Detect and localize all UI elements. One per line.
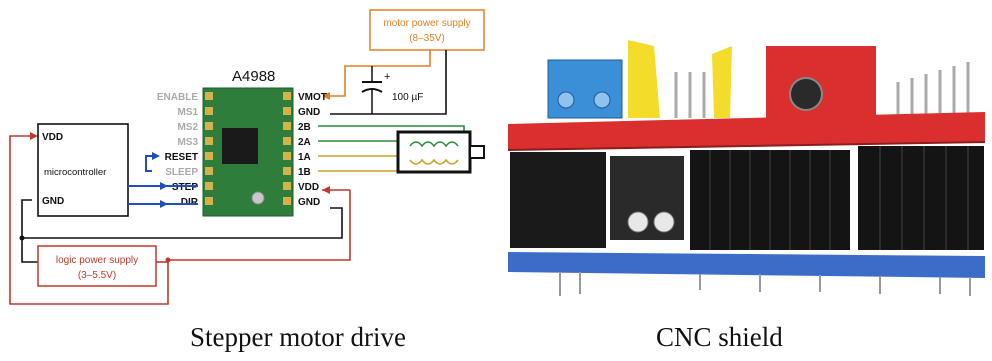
capacitor-label: 100 µF	[392, 92, 423, 103]
motor-power-supply-label: motor power supply	[383, 18, 470, 29]
terminal-screw-2	[593, 91, 611, 109]
capacitor-plus: +	[384, 71, 390, 83]
mcu-gnd-label: GND	[42, 196, 64, 207]
terminal-screw-1	[557, 91, 575, 109]
pin-vdd: VDD	[298, 182, 319, 193]
chip-title: A4988	[232, 68, 275, 85]
electrolytic-cap-2	[653, 211, 675, 233]
dc-jack	[510, 152, 606, 248]
logic-supply-gnd-wire	[21, 238, 38, 263]
pin-ms3: MS3	[177, 137, 198, 148]
logic-power-supply-box	[37, 245, 157, 287]
black-headers-right	[858, 146, 984, 250]
logic-gnd-wire	[21, 199, 343, 239]
pin-ms2: MS2	[177, 122, 198, 133]
reset-arrow	[152, 152, 160, 160]
driver-chip	[222, 128, 258, 164]
pin-ms1: MS1	[177, 107, 198, 118]
pin-step: STEP	[172, 182, 198, 193]
pin-gnd-logic: GND	[298, 197, 320, 208]
wire-2a	[318, 140, 405, 146]
logic-vdd-wire	[9, 135, 351, 305]
mcu-vdd-label: VDD	[42, 132, 63, 143]
pin-1b: 1B	[298, 167, 311, 178]
logic-power-supply-label: logic power supply	[56, 255, 138, 266]
caption-cnc-shield: CNC shield	[656, 322, 783, 352]
bottom-pins	[559, 272, 971, 296]
board-right-pads	[283, 92, 291, 205]
pin-dir: DIR	[181, 197, 199, 208]
yellow-jumper-1	[628, 40, 660, 118]
motor-power-supply-box	[369, 9, 485, 51]
header-slots	[709, 146, 969, 250]
wire-1a	[318, 155, 405, 162]
terminal-block	[547, 59, 623, 119]
logic-power-supply-range: (3–5.5V)	[78, 270, 116, 281]
red-driver-headers	[766, 46, 876, 120]
pin-2a: 2A	[298, 137, 311, 148]
pin-sleep: SLEEP	[165, 167, 198, 178]
capacitor-top	[789, 77, 823, 111]
right-pin-labels: VMOT GND 2B 2A 1A 1B VDD GND	[298, 92, 327, 208]
board-left-pads	[205, 92, 213, 205]
motor-shaft	[469, 145, 485, 159]
motor-power-supply-range: (8–35V)	[409, 33, 445, 44]
cnc-pcb	[508, 112, 985, 150]
pin-1a: 1A	[298, 152, 311, 163]
cnc-shield-photo	[507, 40, 986, 296]
left-pin-labels: ENABLE MS1 MS2 MS3 RESET SLEEP STEP DIR	[157, 92, 199, 208]
stepper-motor	[396, 130, 472, 174]
pin-vmot: VMOT	[298, 92, 327, 103]
reset-sleep-loop	[145, 155, 152, 172]
driver-board	[202, 87, 294, 217]
electrolytic-cap-1	[627, 211, 649, 233]
mcu-vdd-arrow	[30, 132, 38, 140]
pin-2b: 2B	[298, 122, 311, 133]
vmot-arrow	[322, 92, 330, 100]
mcu-name: microcontroller	[44, 167, 106, 178]
header-pins	[674, 62, 970, 118]
microcontroller-box	[37, 123, 129, 217]
step-arrow	[160, 182, 168, 190]
capacitor-plate-bottom	[361, 88, 383, 93]
pin-reset: RESET	[165, 152, 198, 163]
coil-a	[409, 158, 459, 165]
pin-gnd-motor: GND	[298, 107, 320, 118]
yellow-jumper-2	[712, 46, 732, 118]
potentiometer	[251, 191, 265, 205]
vdd-arrow	[322, 186, 330, 194]
motor-gnd-wire	[330, 50, 447, 115]
pcb-edge	[507, 141, 986, 151]
caption-stepper-motor-drive: Stepper motor drive	[190, 322, 406, 352]
vmot-wire	[330, 50, 431, 97]
arduino-board	[508, 252, 985, 278]
pin-enable: ENABLE	[157, 92, 198, 103]
coil-b	[409, 141, 459, 148]
dir-arrow	[160, 200, 168, 208]
wiring-diagram: motor power supply (8–35V) + 100 µF A498…	[9, 9, 485, 305]
